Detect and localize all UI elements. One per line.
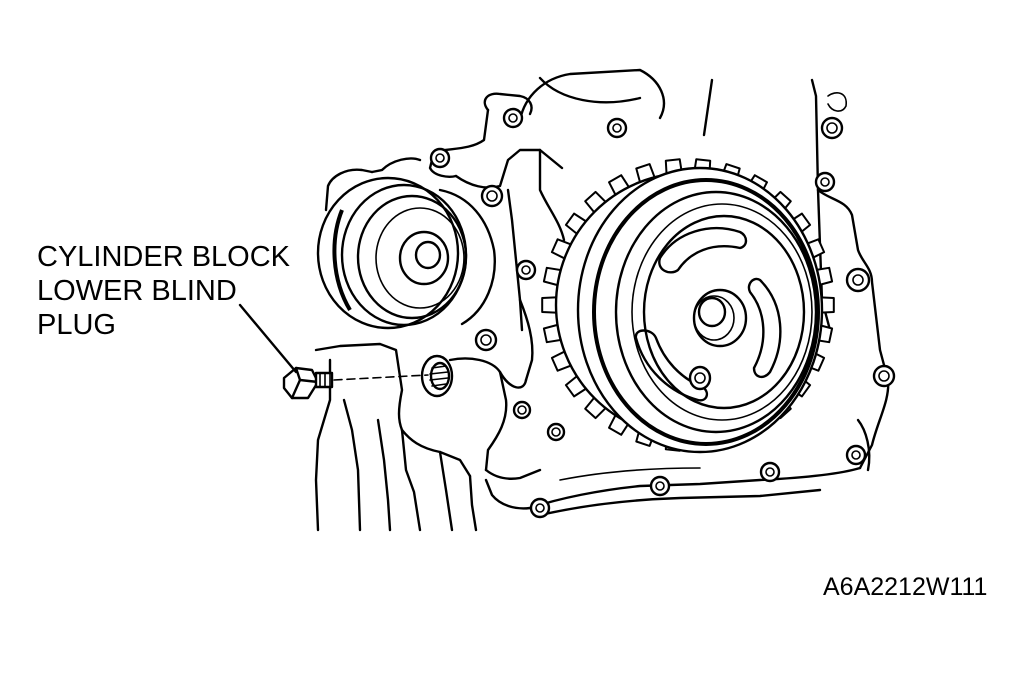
- engine-block: [314, 68, 890, 532]
- bolt-right-upper: [820, 116, 844, 140]
- callout-line-1: CYLINDER BLOCK: [37, 241, 291, 273]
- crankshaft-pulley: [576, 166, 824, 454]
- blind-plug-hole: [420, 354, 454, 398]
- callout-label: CYLINDER BLOCK LOWER BLIND PLUG: [37, 240, 290, 342]
- callout-line-3: PLUG: [37, 309, 116, 341]
- bolt-center-low2: [546, 422, 566, 442]
- bolt-center-upper: [480, 184, 504, 208]
- bolt-left-bracket: [429, 147, 451, 169]
- bolt-pan-3: [529, 497, 551, 519]
- block-bolts: [429, 107, 896, 519]
- bolt-pan-right: [845, 444, 867, 466]
- bolt-center-pump: [512, 400, 532, 420]
- alignment-dashed-line: [333, 374, 429, 381]
- bolt-pan-2: [649, 475, 671, 497]
- bolt-top-center: [606, 117, 628, 139]
- blind-plug-bolt: [282, 366, 334, 400]
- bolt-right-mid: [814, 171, 836, 193]
- bolt-top-left: [502, 107, 524, 129]
- bolt-center-lower: [474, 328, 498, 352]
- bolt-center-mid: [515, 259, 537, 281]
- bolt-right-lower: [845, 267, 871, 293]
- bolt-right-bottom: [872, 364, 896, 388]
- callout-leader-line: [238, 303, 298, 374]
- idler-pulley: [316, 176, 496, 330]
- bolt-pan-1: [759, 461, 781, 483]
- figure-code: A6A2212W111: [823, 573, 988, 601]
- callout-line-2: LOWER BLIND: [37, 275, 237, 307]
